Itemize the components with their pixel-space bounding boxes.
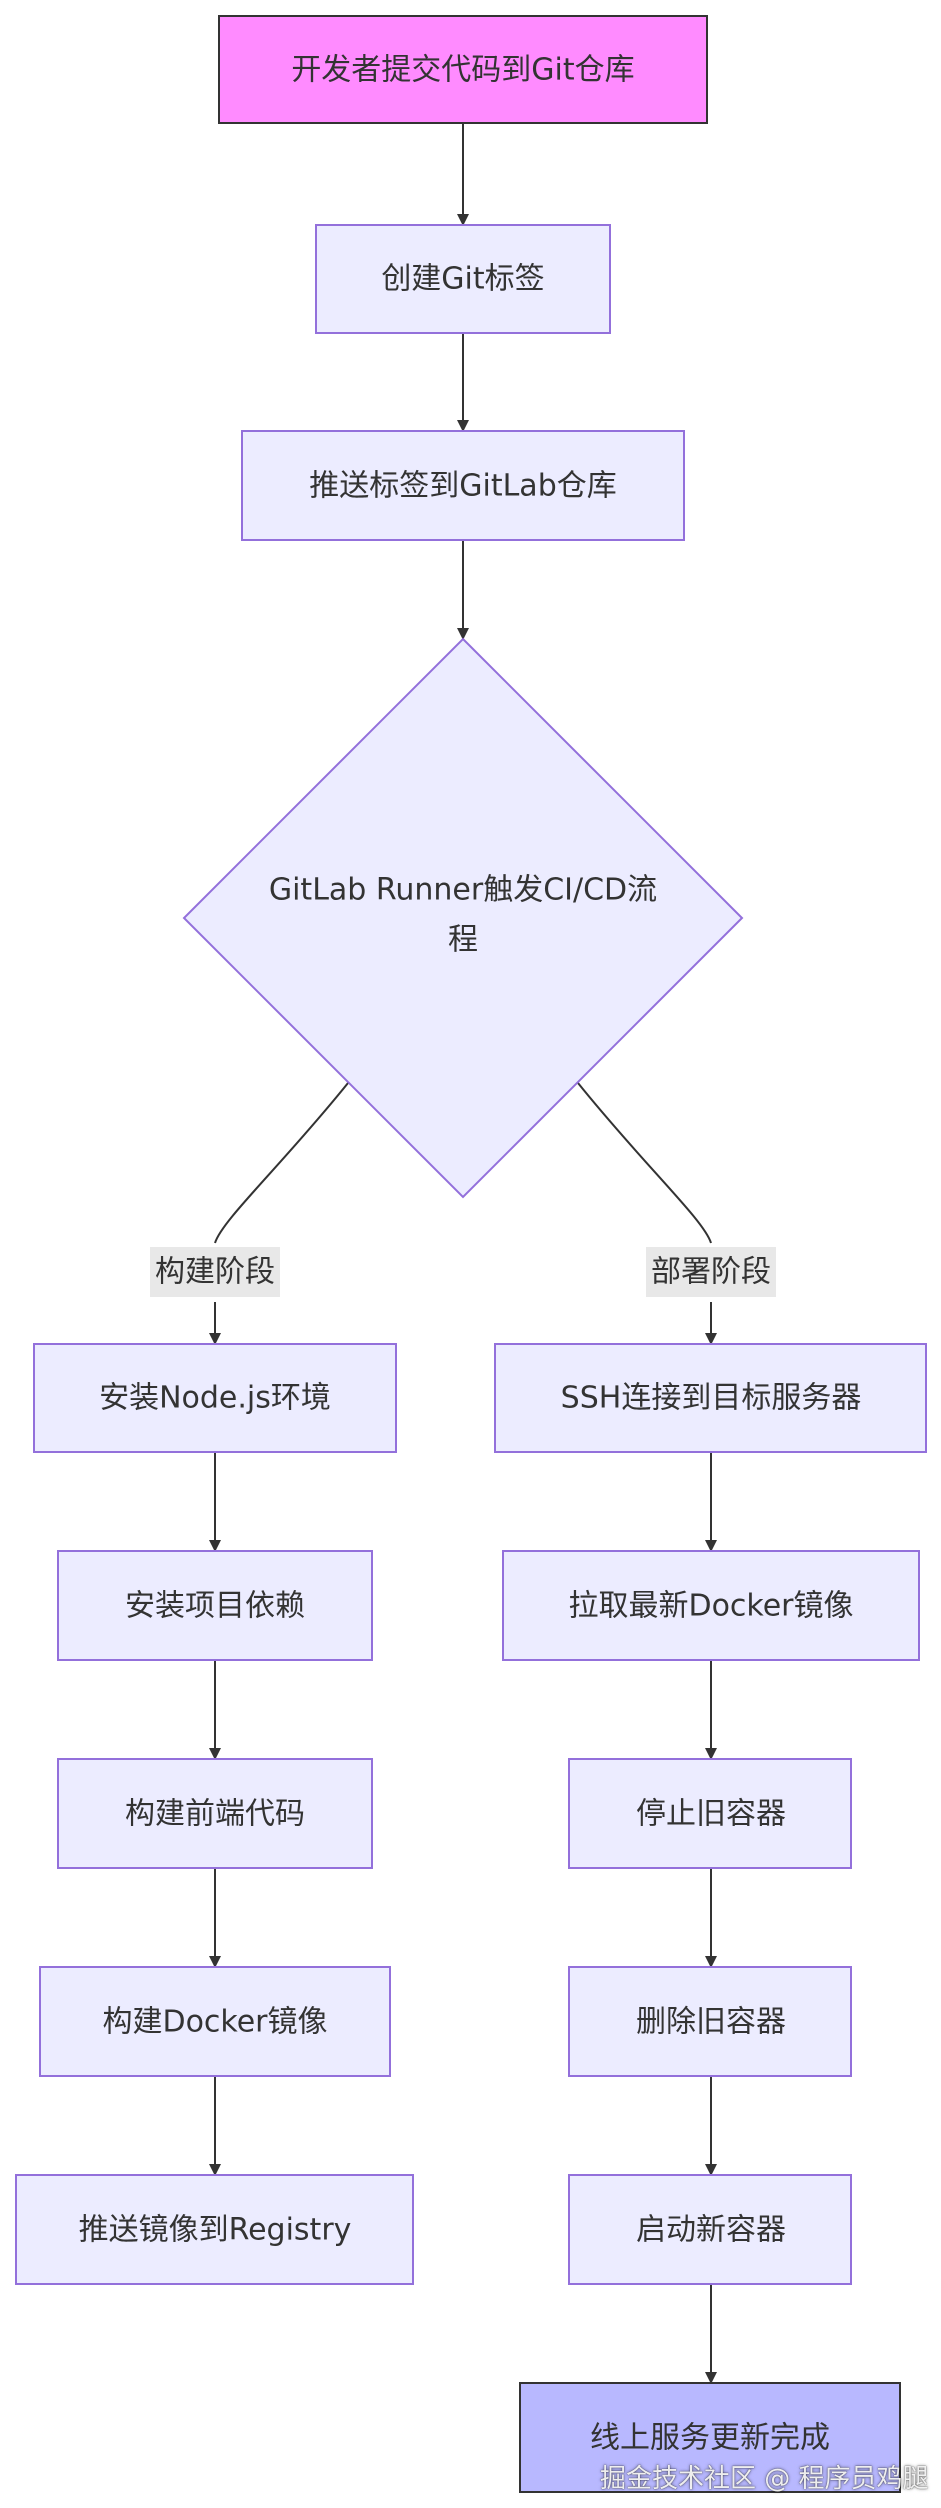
node-push-registry: 推送镜像到Registry (15, 2174, 414, 2285)
edge-label-bg (150, 1247, 280, 1297)
node-runner-decision: GitLab Runner触发CI/CD流 程 (182, 637, 744, 1199)
node-label: SSH连接到目标服务器 (561, 1381, 862, 1416)
node-ssh-connect: SSH连接到目标服务器 (494, 1343, 927, 1453)
node-done: 线上服务更新完成 (519, 2382, 901, 2493)
node-label: 构建前端代码 (125, 1797, 305, 1832)
edge-label-build-stage: 构建阶段 (150, 1247, 280, 1297)
node-label-line-2: 程 (448, 923, 478, 958)
edge-label-bg (646, 1247, 776, 1297)
edge-runner-to-build-stage (214, 1082, 349, 1244)
node-stop-old: 停止旧容器 (568, 1758, 852, 1869)
node-install-node: 安装Node.js环境 (33, 1343, 397, 1453)
edge-label-deploy-stage: 部署阶段 (646, 1247, 776, 1297)
edge-label-text: 构建阶段 (155, 1255, 275, 1290)
node-label: 线上服务更新完成 (590, 2421, 830, 2456)
node-create-tag: 创建Git标签 (315, 224, 611, 334)
node-label: 安装Node.js环境 (99, 1381, 331, 1416)
edges (209, 123, 717, 2384)
node-label: 启动新容器 (636, 2213, 786, 2248)
node-label: 安装项目依赖 (125, 1589, 305, 1624)
node-label: 构建Docker镜像 (102, 2005, 327, 2040)
node-push-tag: 推送标签到GitLab仓库 (241, 430, 685, 541)
node-build-docker: 构建Docker镜像 (39, 1966, 391, 2077)
node-label: 拉取最新Docker镜像 (568, 1589, 853, 1624)
watermark-text: 掘金技术社区 @ 程序员鸡腿 (600, 2464, 929, 2494)
node-remove-old: 删除旧容器 (568, 1966, 852, 2077)
node-label: 停止旧容器 (636, 1797, 786, 1832)
node-label: 开发者提交代码到Git仓库 (291, 53, 634, 88)
node-label-line-1: GitLab Runner触发CI/CD流 (269, 873, 657, 908)
node-label: 创建Git标签 (381, 262, 544, 297)
node-start: 开发者提交代码到Git仓库 (218, 15, 708, 124)
node-pull-image: 拉取最新Docker镜像 (502, 1550, 920, 1661)
node-label: 删除旧容器 (636, 2005, 786, 2040)
node-label: 推送标签到GitLab仓库 (309, 469, 617, 504)
edge-label-text: 部署阶段 (651, 1255, 771, 1290)
node-install-deps: 安装项目依赖 (57, 1550, 373, 1661)
node-label: 推送镜像到Registry (79, 2213, 352, 2248)
node-start-new: 启动新容器 (568, 2174, 852, 2285)
node-build-frontend: 构建前端代码 (57, 1758, 373, 1869)
edge-runner-to-deploy-stage (577, 1082, 712, 1244)
